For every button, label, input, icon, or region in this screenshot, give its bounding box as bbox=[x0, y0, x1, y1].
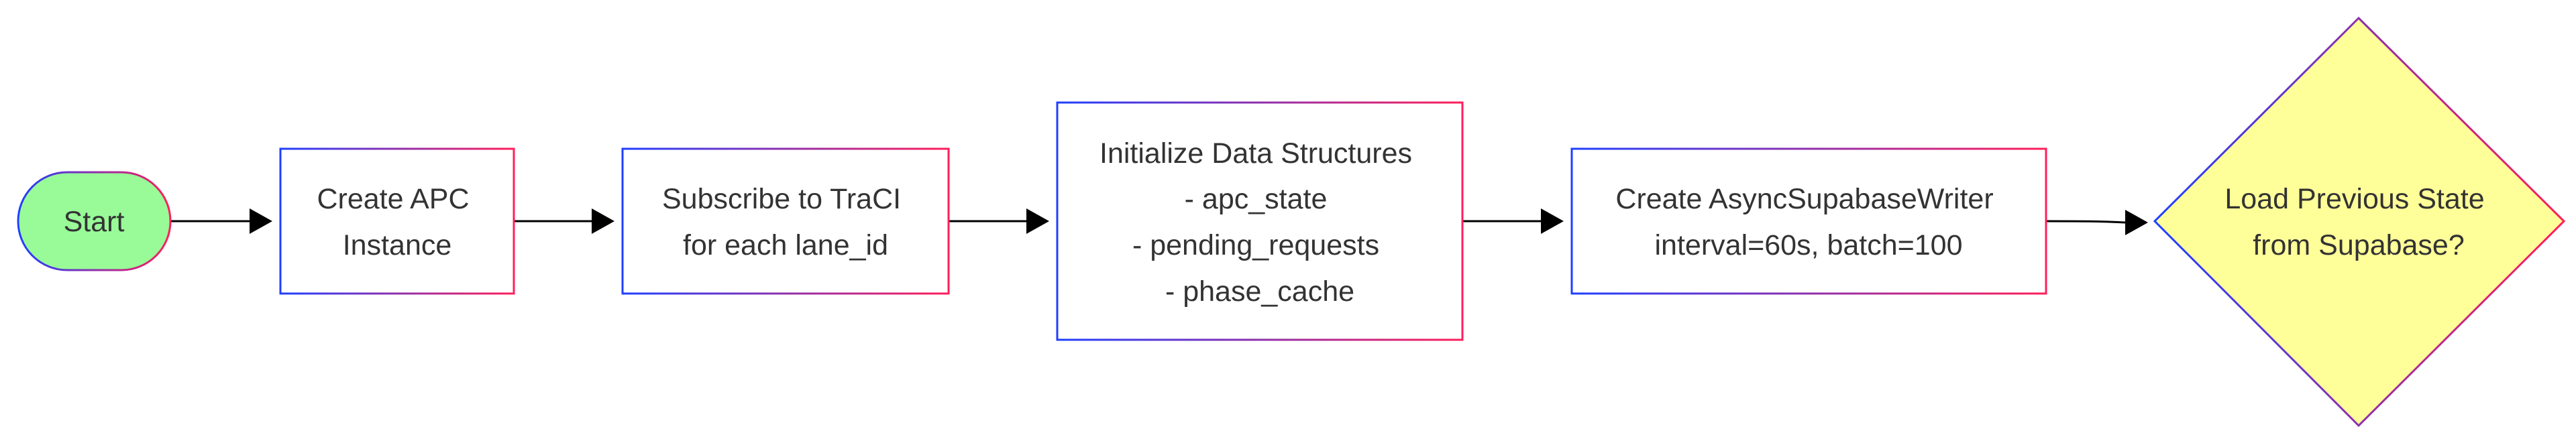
node-start-label: Start bbox=[64, 206, 125, 238]
node-start-shape bbox=[17, 171, 172, 271]
node-create-writer: Create AsyncSupabaseWriter interval=60s,… bbox=[1570, 147, 2047, 295]
node-create-apc: Create APC Instance bbox=[279, 147, 515, 295]
arrowhead-icon bbox=[250, 208, 272, 234]
edge-create-writer-to-load-state bbox=[2045, 220, 2126, 224]
node-subscribe-traci-shape bbox=[621, 147, 950, 295]
node-subscribe-traci: Subscribe to TraCI for each lane_id bbox=[621, 147, 950, 295]
node-create-writer-shape bbox=[1570, 147, 2047, 295]
arrowhead-icon bbox=[1026, 208, 1049, 234]
node-load-state-label: Load Previous State from Supabase? bbox=[2224, 183, 2492, 261]
node-create-apc-shape bbox=[279, 147, 515, 295]
node-create-apc-label: Create APC Instance bbox=[317, 183, 477, 261]
node-create-writer-label: Create AsyncSupabaseWriter interval=60s,… bbox=[1615, 183, 2001, 261]
node-start: Start bbox=[17, 171, 172, 271]
node-init-structures-shape bbox=[1056, 101, 1464, 341]
node-load-state-shape bbox=[2153, 16, 2566, 428]
arrowhead-icon bbox=[592, 208, 614, 234]
arrowhead-icon bbox=[2125, 210, 2148, 235]
arrowhead-icon bbox=[1541, 208, 1564, 234]
node-subscribe-traci-label: Subscribe to TraCI for each lane_id bbox=[662, 183, 909, 261]
node-load-state: Load Previous State from Supabase? bbox=[2153, 16, 2566, 428]
node-init-structures: Initialize Data Structures - apc_state -… bbox=[1056, 101, 1464, 341]
node-init-structures-label: Initialize Data Structures - apc_state -… bbox=[1099, 137, 1420, 308]
